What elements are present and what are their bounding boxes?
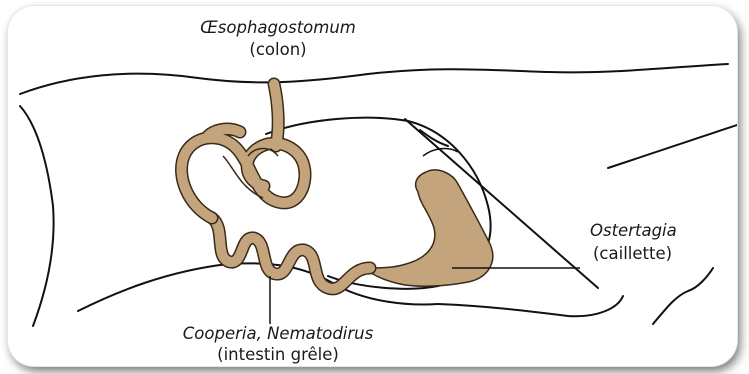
intestin-grele-label: (intestin grêle) (133, 347, 423, 364)
oesophagostomum-label: Œsophagostomum (153, 20, 403, 37)
cooperia-label: Cooperia, Nematodirus (133, 326, 423, 343)
cattle-digestive-diagram (8, 6, 737, 366)
pointer-line (608, 124, 737, 168)
colon-fill (182, 84, 305, 218)
small-intestine-fill (212, 218, 370, 289)
caillette-label: (caillette) (593, 246, 672, 263)
back-outline (20, 64, 728, 94)
front-leg-outline (653, 268, 713, 324)
diagram-frame: Œsophagostomum (colon) Ostertagia (caill… (8, 6, 737, 366)
ostertagia-label: Ostertagia (590, 223, 677, 240)
rear-leg-outline (20, 106, 54, 326)
colon-label: (colon) (153, 42, 403, 59)
belly-right-outline (438, 296, 623, 316)
